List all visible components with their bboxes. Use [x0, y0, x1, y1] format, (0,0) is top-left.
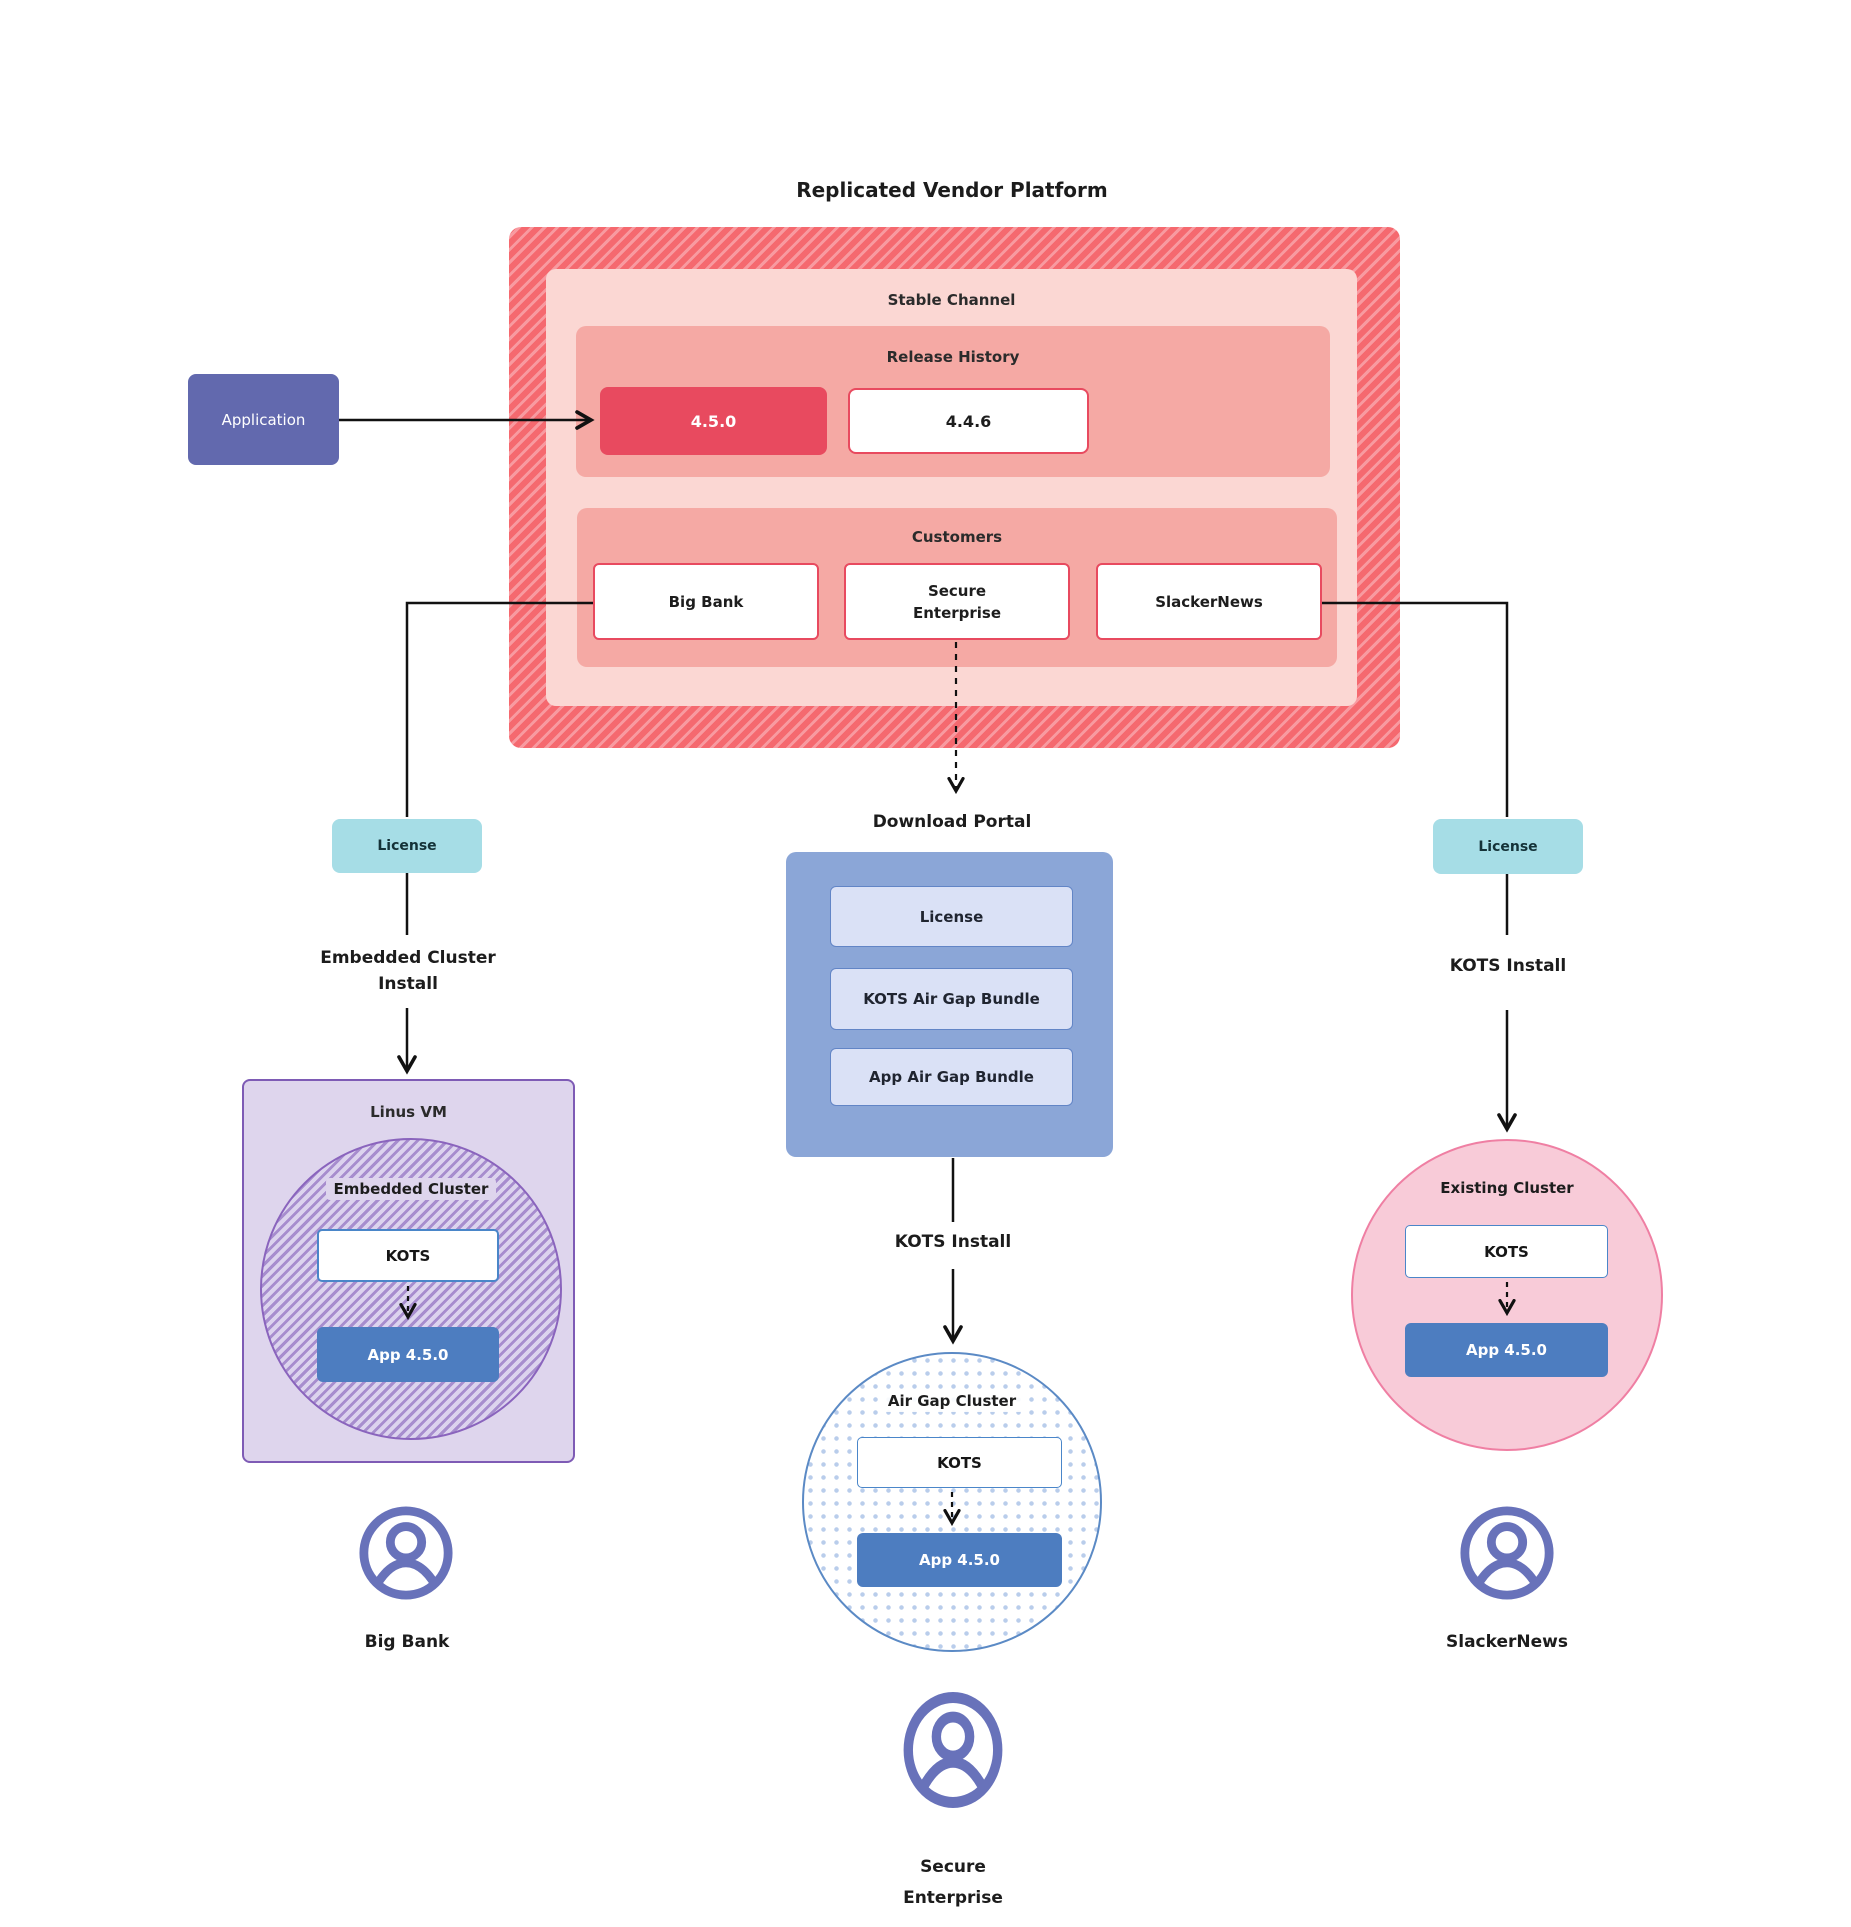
app-box-left[interactable]: App 4.5.0: [317, 1327, 499, 1382]
user-label-secure-enterprise: Secure Enterprise: [803, 1852, 1103, 1914]
application-box[interactable]: Application: [188, 374, 339, 465]
download-portal-label: Download Portal: [872, 812, 1032, 832]
customer-label: SlackerNews: [1155, 592, 1263, 611]
existing-cluster-circle: Existing Cluster: [1351, 1139, 1663, 1451]
release-version-4-4-6[interactable]: 4.4.6: [848, 388, 1089, 454]
install-label-line1: Embedded Cluster: [320, 948, 496, 968]
user-label-line2: Enterprise: [903, 1888, 1003, 1908]
diagram-title: Replicated Vendor Platform: [796, 178, 1108, 202]
user-label-big-bank: Big Bank: [364, 1632, 450, 1652]
embedded-cluster-circle: Embedded Cluster: [260, 1138, 562, 1440]
portal-item-kots-airgap-bundle[interactable]: KOTS Air Gap Bundle: [830, 968, 1073, 1030]
portal-item-app-airgap-bundle[interactable]: App Air Gap Bundle: [830, 1048, 1073, 1106]
existing-cluster-label: Existing Cluster: [1440, 1179, 1574, 1197]
app-box-middle[interactable]: App 4.5.0: [857, 1533, 1062, 1587]
kots-box-middle[interactable]: KOTS: [857, 1437, 1062, 1488]
embedded-cluster-circle-label: Embedded Cluster: [262, 1178, 560, 1200]
customer-label: Secure Enterprise: [912, 581, 1002, 622]
kots-install-label-right: KOTS Install: [1449, 956, 1567, 976]
release-version-4-5-0[interactable]: 4.5.0: [600, 387, 827, 455]
user-icon-secure-enterprise: [903, 1692, 1003, 1808]
customer-label: Big Bank: [668, 592, 744, 611]
download-portal-box: License KOTS Air Gap Bundle App Air Gap …: [786, 852, 1113, 1157]
kots-box-right[interactable]: KOTS: [1405, 1225, 1608, 1278]
portal-item-license[interactable]: License: [830, 886, 1073, 947]
kots-install-label-middle: KOTS Install: [894, 1232, 1012, 1252]
release-history-label: Release History: [886, 348, 1020, 366]
linus-vm-label: Linus VM: [370, 1103, 447, 1121]
user-label-line1: Secure: [920, 1857, 986, 1877]
user-icon-big-bank: [359, 1506, 453, 1600]
install-label-line2: Install: [378, 974, 438, 994]
license-chip-left: License: [332, 819, 482, 873]
kots-box-left[interactable]: KOTS: [317, 1229, 499, 1282]
license-chip-right: License: [1433, 819, 1583, 874]
embedded-cluster-install-label: Embedded Cluster Install: [258, 945, 558, 997]
air-gap-cluster-circle: Air Gap Cluster: [802, 1352, 1102, 1652]
customer-slackernews[interactable]: SlackerNews: [1096, 563, 1322, 640]
stable-channel-label: Stable Channel: [887, 291, 1016, 309]
customer-big-bank[interactable]: Big Bank: [593, 563, 819, 640]
customer-secure-enterprise[interactable]: Secure Enterprise: [844, 563, 1070, 640]
air-gap-cluster-label: Air Gap Cluster: [804, 1390, 1100, 1412]
user-label-slackernews: SlackerNews: [1446, 1632, 1568, 1652]
customers-label: Customers: [911, 528, 1003, 546]
app-box-right[interactable]: App 4.5.0: [1405, 1323, 1608, 1377]
user-icon-slackernews: [1460, 1506, 1554, 1600]
